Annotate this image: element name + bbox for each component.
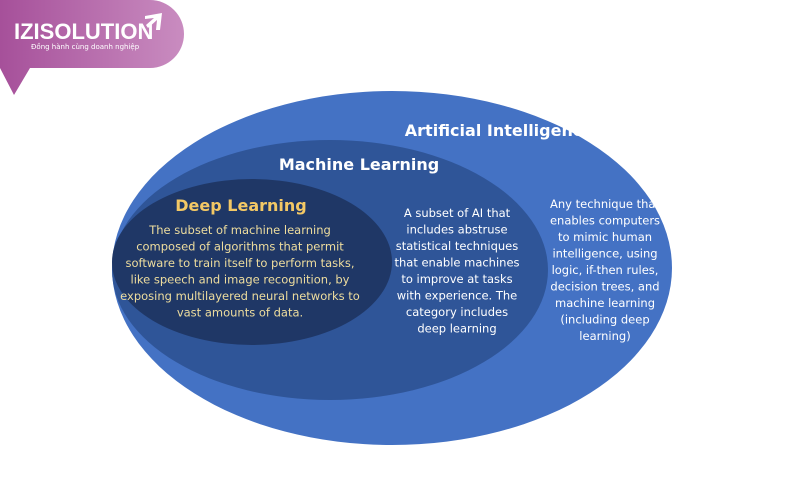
logo-tagline: Đồng hành cùng doanh nghiệp <box>31 43 140 51</box>
ml-description-line: to improve at tasks <box>401 272 512 286</box>
ml-description-line: includes abstruse <box>406 223 507 237</box>
ai-title: Artificial Intelligence <box>405 121 594 140</box>
ml-description-line: A subset of AI that <box>404 206 511 220</box>
ai-description-line: learning) <box>579 329 630 343</box>
ai-description-line: machine learning <box>555 296 655 310</box>
ml-description-line: category includes <box>406 305 508 319</box>
ai-description-line: to mimic human <box>558 230 652 244</box>
dl-description-line: software to train itself to perform task… <box>126 256 355 270</box>
dl-description-line: like speech and image recognition, by <box>131 273 350 287</box>
dl-description: The subset of machine learning composed o… <box>120 223 360 320</box>
ml-title: Machine Learning <box>279 155 439 174</box>
dl-description-line: exposing multilayered neural networks to <box>120 289 360 303</box>
ml-description-line: with experience. The <box>397 289 518 303</box>
ml-description: A subset of AI that includes abstruse stat… <box>394 206 519 336</box>
dl-description-line: composed of algorithms that permit <box>136 240 344 254</box>
dl-description-line: The subset of machine learning <box>148 223 331 237</box>
ai-description-line: (including deep <box>560 313 649 327</box>
ml-description-line: deep learning <box>417 322 496 336</box>
ai-description-line: logic, if-then rules, <box>552 263 659 277</box>
ml-description-line: statistical techniques <box>396 239 519 253</box>
ai-description-line: intelligence, using <box>552 247 657 261</box>
ai-description: Any technique that enables computers to mi… <box>550 197 661 343</box>
logo: IZISOLUTION Đồng hành cùng doanh nghiệp <box>0 0 184 95</box>
dl-ellipse <box>112 179 392 345</box>
ai-description-line: decision trees, and <box>550 280 659 294</box>
logo-brand: IZISOLUTION <box>14 19 153 44</box>
ai-description-line: Any technique that <box>550 197 660 211</box>
ml-description-line: that enable machines <box>394 256 519 270</box>
dl-title: Deep Learning <box>175 196 306 215</box>
ai-description-line: enables computers <box>550 214 660 228</box>
logo-badge <box>0 0 184 95</box>
dl-description-line: vast amounts of data. <box>177 306 303 320</box>
logo-arrow-icon <box>145 13 162 30</box>
